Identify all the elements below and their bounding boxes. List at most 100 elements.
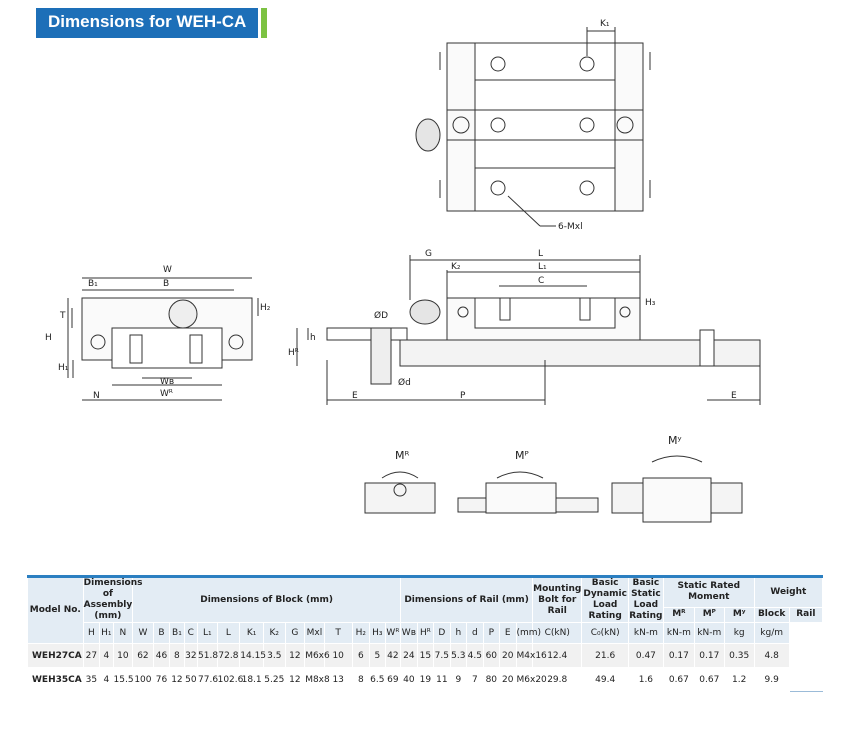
value-cell: 10 [323,643,353,668]
col-d: D [433,622,451,644]
col-h3: H₃ [369,622,386,644]
label-my: Mʸ [668,434,682,447]
col-h1: H₁ [99,622,114,644]
value-cell: 20 [499,667,517,692]
value-cell: 6 [351,643,371,668]
label-wr: Wᴿ [160,389,173,399]
label-wb: Wʙ [160,377,174,387]
value-cell: 21.6 [581,643,629,668]
label-od-small: Ød [398,377,411,388]
label-p: P [460,391,466,401]
th-weight: Weight [753,575,824,608]
value-cell: 46 [152,643,171,668]
th-bolt: Mounting Bolt for Rail [531,575,583,623]
value-cell: 80 [482,667,501,692]
col-n: N [112,622,134,644]
label-k1: K₁ [600,19,610,29]
value-cell: 1.6 [627,667,664,692]
value-cell: 77.6 [197,667,218,692]
value-cell: 35 [82,667,101,692]
col-d-small: d [466,622,484,644]
value-cell: 1.2 [723,667,755,692]
value-cell: 42 [384,643,402,668]
column-header-row: H H₁ N W B B₁ C L₁ L K₁ K₂ G Mxl T H₂ H₃… [28,622,823,644]
label-t: T [59,311,66,321]
th-mr: Mᴿ [662,606,695,624]
label-h: H [45,333,52,343]
col-bolt-unit: (mm) [515,622,541,644]
value-cell: 4.5 [466,643,484,668]
col-l1: L₁ [197,622,218,644]
value-cell: 0.35 [723,643,755,668]
col-mxl: Mxl [304,622,325,644]
label-c: C [538,276,544,286]
value-cell: 0.17 [693,643,725,668]
label-h-small: h [310,333,316,343]
value-cell: 62 [132,643,154,668]
label-b: B [163,279,169,289]
value-cell: 40 [400,667,418,692]
col-kg: kg [723,622,755,644]
value-cell: 11 [433,667,451,692]
value-cell: 5.3 [449,643,468,668]
value-cell: 69 [384,667,402,692]
col-w: W [132,622,154,644]
model-cell: WEH27CA [27,643,84,668]
col-h-small: h [449,622,468,644]
value-cell: 8 [351,667,371,692]
label-w: W [163,265,172,275]
value-cell: 102.6 [216,667,243,692]
value-cell: M8x8 [304,667,330,692]
label-hr: Hᴿ [288,348,299,358]
value-cell: 9 [449,667,468,692]
section-title-bar: Dimensions for WEH-CA [36,8,258,38]
label-k2: K₂ [451,262,461,272]
value-cell: M6x20 [515,667,547,692]
value-cell: 18.1 [239,667,264,692]
label-g: G [425,249,432,259]
th-moment: Static Rated Moment [662,575,755,608]
th-rail-weight: Rail [788,606,824,624]
drawing-labels: K₁ 6-Mxl W B₁ B T H H₁ H₂ Wᴿ Wʙ N G L L₁… [45,19,737,462]
col-c: C [183,622,199,644]
value-cell: 49.4 [581,667,629,692]
value-cell: 20 [499,643,517,668]
value-cell: 5.25 [262,667,286,692]
label-h2: H₂ [260,303,271,313]
value-cell: 12.4 [531,643,583,668]
label-mr: Mᴿ [395,449,409,462]
value-cell: 15.5 [112,667,134,692]
spec-table: Model No. Dimensions of Assembly (mm) Di… [27,575,824,692]
label-n: N [93,391,100,401]
col-g: G [284,622,306,644]
value-cell: 100 [132,667,154,692]
value-cell: 32 [183,643,199,668]
th-mp: Mᴾ [693,606,725,624]
col-k2: K₂ [262,622,286,644]
side-view [296,255,761,405]
label-e2: E [731,391,737,401]
th-block-weight: Block [753,606,790,624]
value-cell: 4.8 [753,643,790,668]
col-b: B [152,622,171,644]
value-cell: 0.17 [662,643,695,668]
label-od: ØD [374,310,388,321]
th-block: Dimensions of Block (mm) [132,575,402,623]
value-cell: 3.5 [262,643,286,668]
value-cell: 76 [152,667,171,692]
value-cell: 14.15 [239,643,266,668]
label-h3: H₃ [645,298,656,308]
col-mp-unit: kN-m [662,622,695,644]
value-cell: 5 [369,643,386,668]
value-cell: 9.9 [753,667,790,692]
col-wb: Wʙ [400,622,418,644]
label-l: L [538,249,543,259]
value-cell: 13 [323,667,353,692]
col-hr: Hᴿ [416,622,435,644]
value-cell: 24 [400,643,418,668]
value-cell: 60 [482,643,501,668]
value-cell: 50 [183,667,199,692]
